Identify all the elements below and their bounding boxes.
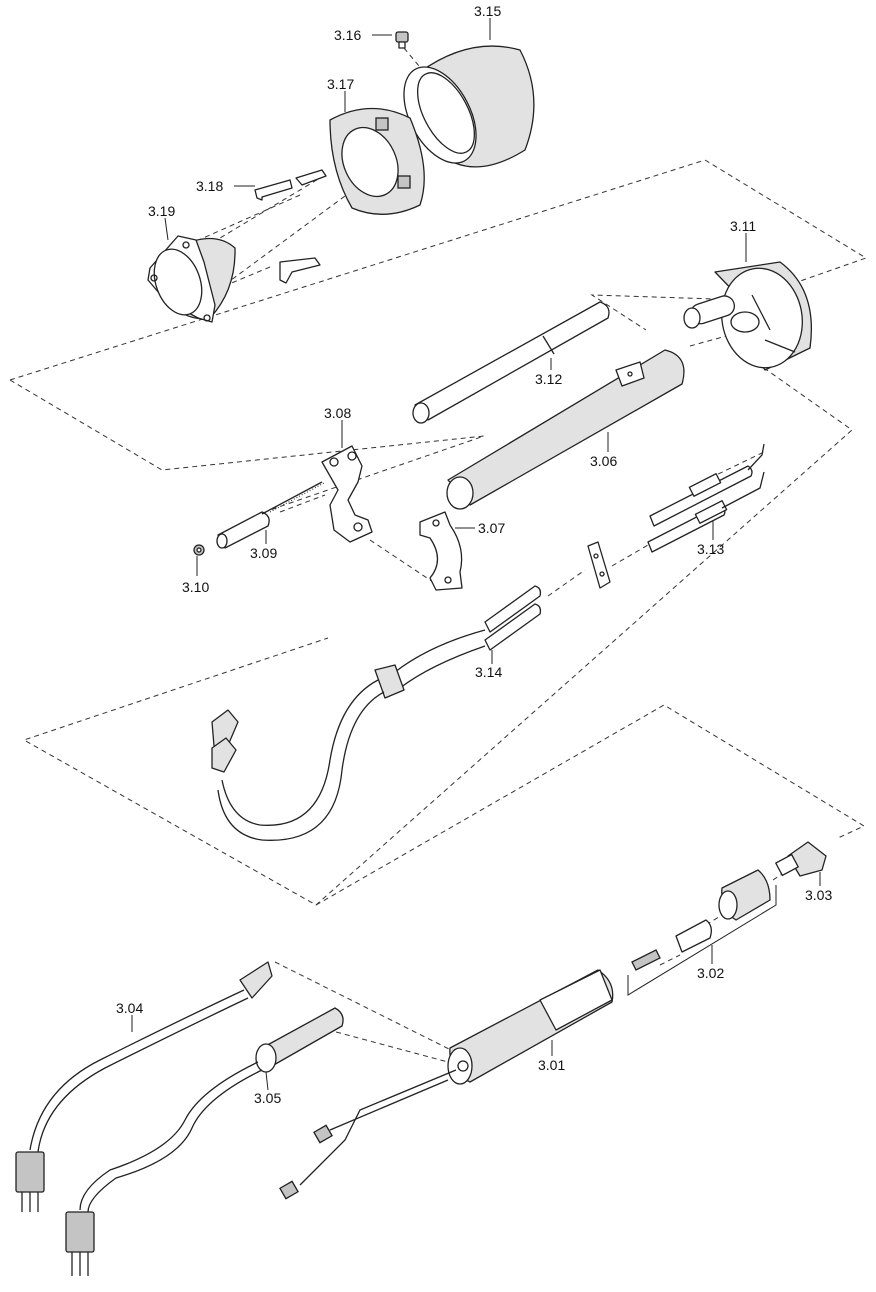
label-3-05: 3.05 — [254, 1090, 281, 1106]
label-3-17: 3.17 — [327, 76, 354, 92]
part-3-17-notched-ring — [329, 107, 425, 215]
label-3-10: 3.10 — [182, 579, 209, 595]
label-3-18: 3.18 — [196, 178, 223, 194]
part-3-01-burner-body — [279, 969, 614, 1200]
label-3-06: 3.06 — [590, 453, 617, 469]
part-3-19-cone-cap — [147, 235, 236, 323]
part-3-06-large-tube — [446, 349, 685, 510]
part-3-09-threaded-rod — [216, 481, 325, 549]
label-3-14: 3.14 — [475, 664, 502, 680]
part-3-12-long-tube — [412, 301, 610, 424]
part-3-04-plug-cable — [15, 961, 273, 1212]
label-3-04: 3.04 — [116, 1000, 143, 1016]
part-3-15-outer-ring — [403, 45, 535, 168]
label-3-19: 3.19 — [148, 203, 175, 219]
part-3-11-flange-plate — [683, 261, 813, 371]
label-3-02: 3.02 — [697, 965, 724, 981]
part-3-13-electrodes — [647, 443, 765, 553]
label-3-03: 3.03 — [805, 887, 832, 903]
label-3-12: 3.12 — [535, 371, 562, 387]
part-labels: 3.16 3.15 3.17 3.18 3.19 3.11 3.12 3.08 … — [116, 3, 832, 1106]
part-3-03-nozzle — [775, 841, 827, 877]
label-3-16: 3.16 — [334, 27, 361, 43]
label-3-08: 3.08 — [324, 405, 351, 421]
small-plate — [587, 541, 611, 589]
part-3-02-valve-assembly — [627, 869, 777, 996]
part-3-14-ignition-cable — [211, 585, 542, 841]
label-3-01: 3.01 — [538, 1057, 565, 1073]
label-3-15: 3.15 — [474, 3, 501, 19]
part-3-10-nut — [193, 544, 205, 556]
label-3-07: 3.07 — [478, 520, 505, 536]
part-3-05-hose-cable — [65, 1007, 344, 1276]
part-3-16-screw — [395, 31, 409, 49]
part-3-18-clips — [254, 169, 327, 284]
label-3-09: 3.09 — [250, 545, 277, 561]
part-3-08-clamp — [321, 445, 373, 543]
label-3-11: 3.11 — [730, 218, 756, 234]
label-3-13: 3.13 — [697, 541, 724, 557]
part-3-07-clamp-half — [419, 511, 463, 591]
leader-lines — [131, 18, 821, 1091]
